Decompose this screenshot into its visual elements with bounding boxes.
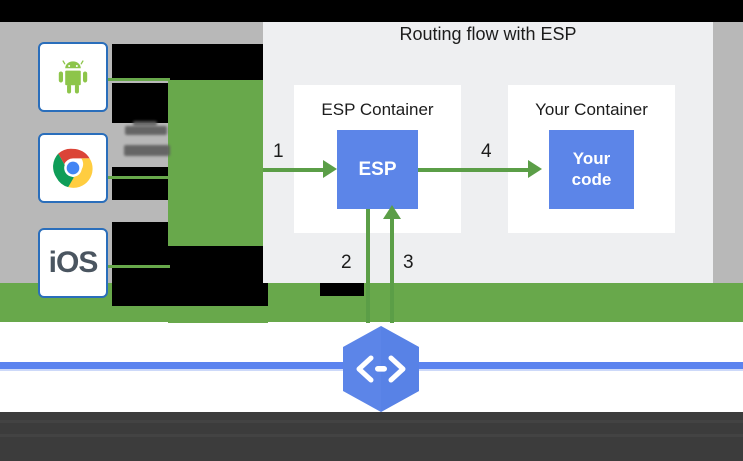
overlay-shade-2 (0, 434, 743, 437)
arrow-4-head (528, 160, 542, 178)
android-icon (58, 60, 88, 94)
occlusion-block-6 (112, 246, 268, 260)
obscured-text-line-1 (125, 126, 167, 135)
arrow-2-line (366, 209, 370, 323)
esp-box[interactable]: ESP (337, 130, 418, 209)
step-number-1: 1 (273, 141, 284, 162)
connector-ios (108, 265, 170, 268)
step-number-2: 2 (341, 252, 352, 273)
page-title: Routing flow with ESP (399, 24, 577, 44)
client-tile-chrome[interactable] (38, 133, 108, 203)
obscured-text-line-2 (133, 121, 157, 126)
bottom-dark-overlay (0, 412, 743, 461)
right-gray-strip (713, 22, 743, 283)
esp-box-label: ESP (358, 158, 397, 180)
occlusion-block-2 (112, 83, 168, 123)
arrow-3-head (383, 205, 401, 219)
chrome-icon (53, 148, 93, 188)
top-black-band (0, 0, 743, 22)
client-tile-android[interactable] (38, 42, 108, 112)
connector-chrome (108, 176, 170, 179)
ios-label: iOS (48, 246, 99, 279)
occlusion-block-1 (112, 44, 268, 80)
client-tile-ios[interactable]: iOS (38, 228, 108, 298)
your-container-label: Your Container (535, 100, 648, 119)
obscured-text-line-3 (124, 145, 170, 156)
arrow-3-line (390, 216, 394, 323)
connector-android (108, 78, 170, 81)
arrow-1-line (263, 168, 325, 172)
occlusion-block-8 (320, 283, 364, 296)
arrow-4-line (418, 168, 530, 172)
arrow-1-head (323, 160, 337, 178)
esp-container-label: ESP Container (321, 100, 434, 119)
occlusion-block-4 (112, 200, 168, 222)
step-number-4: 4 (481, 141, 492, 162)
occlusion-block-3 (112, 167, 168, 200)
occlusion-block-5 (112, 222, 168, 246)
service-control-node[interactable] (339, 324, 423, 414)
overlay-shade-1 (0, 420, 743, 423)
endpoints-hexagon-icon (343, 326, 419, 412)
step-number-3: 3 (403, 252, 414, 273)
